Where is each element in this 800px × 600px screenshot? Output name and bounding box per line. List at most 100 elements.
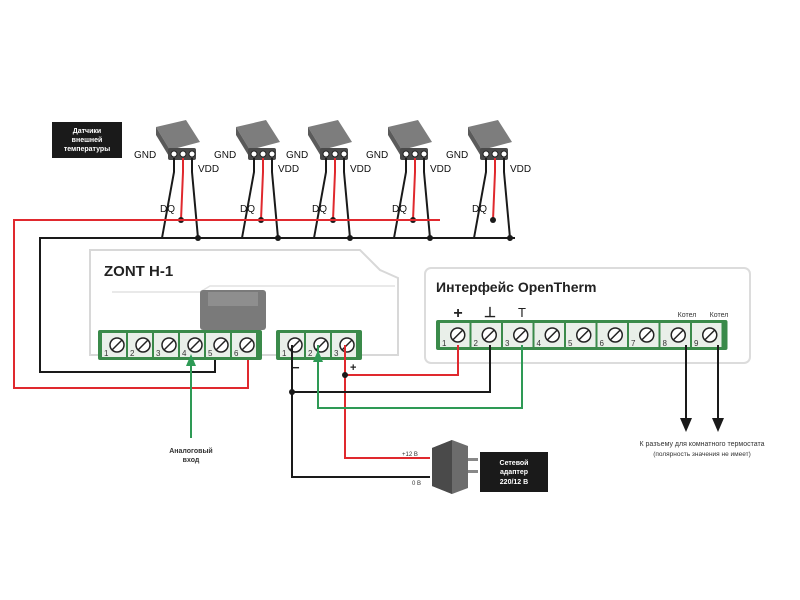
screw-slot	[515, 329, 527, 341]
sensor-pin	[259, 150, 267, 158]
power-plus-label: +	[350, 362, 356, 374]
black-bus-wire	[39, 237, 515, 373]
sensor-dq-wire	[260, 158, 264, 221]
sensor-dq-label: DQ	[160, 204, 175, 215]
sensor-body-side	[236, 127, 250, 158]
zont-connector-top	[208, 292, 258, 306]
opentherm-terminal: 7	[629, 323, 659, 348]
red-bus-wire	[13, 219, 440, 389]
opentherm-terminal: 1	[440, 323, 470, 348]
black-ground-wire-to-ot	[291, 345, 491, 393]
zont-left-terminal: 4	[180, 333, 204, 358]
sensor-gnd-label: GND	[286, 150, 308, 161]
zont-housing	[89, 249, 399, 356]
terminal-number: 1	[104, 349, 109, 358]
sensor-dq-wire	[180, 158, 184, 221]
sensor-gnd-wire	[241, 158, 255, 239]
terminal-number: 3	[156, 349, 161, 358]
sensor-pin	[331, 150, 339, 158]
terminal-number: 6	[234, 349, 239, 358]
arrow-up-power-t	[313, 350, 323, 362]
sensor-gnd-label: GND	[214, 150, 236, 161]
screw-slot	[137, 339, 149, 351]
sensor-vdd-wire	[423, 158, 431, 239]
opentherm-housing	[424, 267, 751, 364]
terminal-number: 5	[208, 349, 213, 358]
opentherm-terminal: 4	[534, 323, 564, 348]
sensor-vdd-label: VDD	[278, 164, 299, 175]
sensor-gnd-label: GND	[366, 150, 388, 161]
screw-slot	[452, 329, 464, 341]
opentherm-terminal: 3	[503, 323, 533, 348]
zont-left-terminal: 5	[206, 333, 230, 358]
zont-title: ZONT H-1	[104, 263, 173, 280]
sensor-dq-label: DQ	[240, 204, 255, 215]
sensor-vdd-wire	[271, 158, 279, 239]
screw-slot	[609, 329, 621, 341]
screw-slot	[111, 339, 123, 351]
adapter-label-box	[480, 452, 548, 492]
sensors-label-line3: температуры	[64, 146, 110, 153]
terminal-number: 1	[282, 349, 287, 358]
sensor-pin	[250, 150, 258, 158]
sensor-pin	[340, 150, 348, 158]
sensor-vdd-label: VDD	[510, 164, 531, 175]
sensor-body-side	[388, 127, 402, 158]
screw-slot	[163, 339, 175, 351]
sensor-dq-wire	[412, 158, 416, 221]
black-ground-wire-to-adapter	[291, 392, 430, 478]
opentherm-plus-symbol: +	[453, 305, 462, 322]
sensor-body-side	[468, 127, 482, 158]
junction-ground	[289, 389, 295, 395]
sensor-vdd-wire	[343, 158, 351, 239]
terminal-number: 6	[600, 339, 605, 348]
terminal-number: 4	[182, 349, 187, 358]
screw-slot	[215, 339, 227, 351]
opentherm-terminal: 6	[597, 323, 627, 348]
sensor-vdd-wire	[503, 158, 511, 239]
opentherm-title: Интерфейс OpenTherm	[436, 279, 596, 295]
red-plus-wire-to-adapter	[344, 375, 430, 459]
opentherm-ground-symbol: ⊥	[484, 304, 496, 320]
opentherm-terminal: 8	[660, 323, 690, 348]
sensor-gnd-label: GND	[134, 150, 156, 161]
sensor-body-side	[156, 127, 170, 158]
boiler-label-8: Котел	[678, 312, 697, 319]
terminal-number: 3	[505, 339, 510, 348]
terminal-number: 2	[308, 349, 313, 358]
terminal-number: 3	[334, 349, 339, 358]
sensor-gnd-wire	[393, 158, 407, 239]
sensor-gnd-wire	[313, 158, 327, 239]
screw-slot	[483, 329, 495, 341]
sensor-pin	[411, 150, 419, 158]
sensors-label-box	[52, 122, 122, 158]
sensor-pin	[420, 150, 428, 158]
adapter-zero-label: 0 В	[412, 481, 421, 487]
sensor-pin	[482, 150, 490, 158]
sensor-pin	[170, 150, 178, 158]
sensor-pin	[179, 150, 187, 158]
adapter-label-line1: Сетевой	[500, 459, 529, 467]
sensor-dq-label: DQ	[392, 204, 407, 215]
terminal-number: 2	[130, 349, 135, 358]
sensor-body	[236, 120, 280, 150]
sensor-pin	[500, 150, 508, 158]
terminal-number: 7	[631, 339, 636, 348]
arrow-down-9	[712, 418, 724, 432]
adapter-label-line3: 220/12 В	[500, 479, 528, 486]
sensor-dq-label: DQ	[472, 204, 487, 215]
opentherm-terminal: 9	[692, 323, 722, 348]
terminal-number: 1	[442, 339, 447, 348]
screw-slot	[641, 329, 653, 341]
sensor-gnd-wire	[161, 158, 175, 239]
zont-left-terminal: 3	[154, 333, 178, 358]
terminal-number: 9	[694, 339, 699, 348]
zont-left-terminal: 2	[128, 333, 152, 358]
adapter-label-line2: адаптер	[500, 469, 528, 476]
sensor-dq-wire	[332, 158, 336, 221]
red-plus-wire-to-ot	[344, 345, 459, 376]
